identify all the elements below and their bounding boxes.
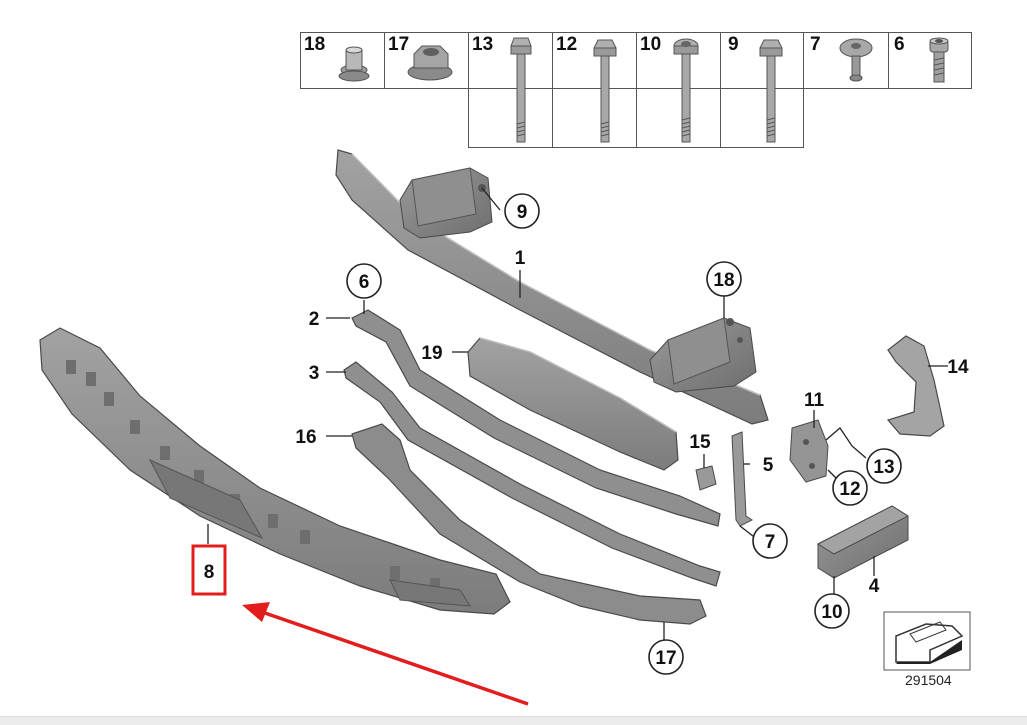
label-2: 2 (309, 309, 320, 330)
label-14: 14 (947, 357, 969, 378)
legend-label-7: 7 (810, 34, 821, 55)
callout-7: 7 (752, 523, 788, 559)
callout-7-label: 7 (765, 532, 776, 553)
legend-label-13: 13 (472, 34, 494, 55)
callout-18-label: 18 (713, 270, 734, 291)
strip-part-2 (351, 309, 721, 527)
legend-label-6: 6 (894, 34, 905, 55)
highlight-box-8: 8 (191, 544, 227, 596)
bumper-carrier-part-1 (335, 149, 769, 425)
red-arrow (242, 602, 529, 706)
strip-part-16 (351, 423, 707, 625)
clip-part-15 (695, 465, 717, 491)
callout-13-label: 13 (873, 457, 894, 478)
label-8: 8 (204, 562, 215, 583)
callout-17: 17 (648, 639, 684, 675)
label-16: 16 (295, 427, 316, 448)
label-15: 15 (689, 432, 711, 453)
callout-18: 18 (706, 261, 742, 297)
callout-9-label: 9 (517, 202, 528, 223)
fastener-legend: 18 17 13 12 10 9 7 6 (300, 32, 972, 148)
orientation-icon (883, 611, 971, 671)
block-part-4 (816, 505, 910, 579)
label-1: 1 (515, 248, 526, 269)
legend-frame (300, 32, 972, 148)
bracket-part-5 (731, 431, 753, 527)
socket-bolt-icon (673, 38, 699, 143)
callout-13: 13 (866, 448, 902, 484)
callout-10-label: 10 (821, 602, 842, 623)
strip-part-3 (343, 361, 721, 587)
callout-6-label: 6 (359, 272, 370, 293)
washer-screw-icon (839, 38, 873, 82)
foam-absorber-part-8 (39, 327, 511, 615)
absorber-part-19 (467, 337, 679, 471)
long-bolt-icon (510, 37, 532, 143)
callout-17-label: 17 (655, 648, 676, 669)
label-3: 3 (309, 363, 320, 384)
socket-screw-icon (929, 37, 949, 83)
side-bracket-part-14 (886, 335, 945, 437)
label-5: 5 (763, 455, 774, 476)
label-19: 19 (421, 343, 442, 364)
label-4: 4 (869, 576, 880, 597)
hex-bolt-icon (759, 39, 783, 143)
hex-bolt-icon (593, 39, 617, 143)
callout-6: 6 (346, 263, 382, 299)
legend-label-9: 9 (728, 34, 739, 55)
bracket-part-11 (789, 419, 829, 483)
label-11: 11 (804, 390, 825, 411)
flange-nut-icon (407, 45, 453, 81)
page-bottom-bar (0, 716, 1027, 725)
push-rivet-icon (338, 46, 370, 82)
callout-12-label: 12 (839, 479, 860, 500)
legend-label-12: 12 (556, 34, 578, 55)
legend-label-18: 18 (304, 34, 326, 55)
callout-9: 9 (504, 193, 540, 229)
leader-lines (207, 187, 948, 640)
legend-label-10: 10 (640, 34, 662, 55)
callout-10: 10 (814, 593, 850, 629)
diagram-reference-number: 291504 (905, 672, 952, 688)
legend-label-17: 17 (388, 34, 410, 55)
callout-12: 12 (832, 470, 868, 506)
